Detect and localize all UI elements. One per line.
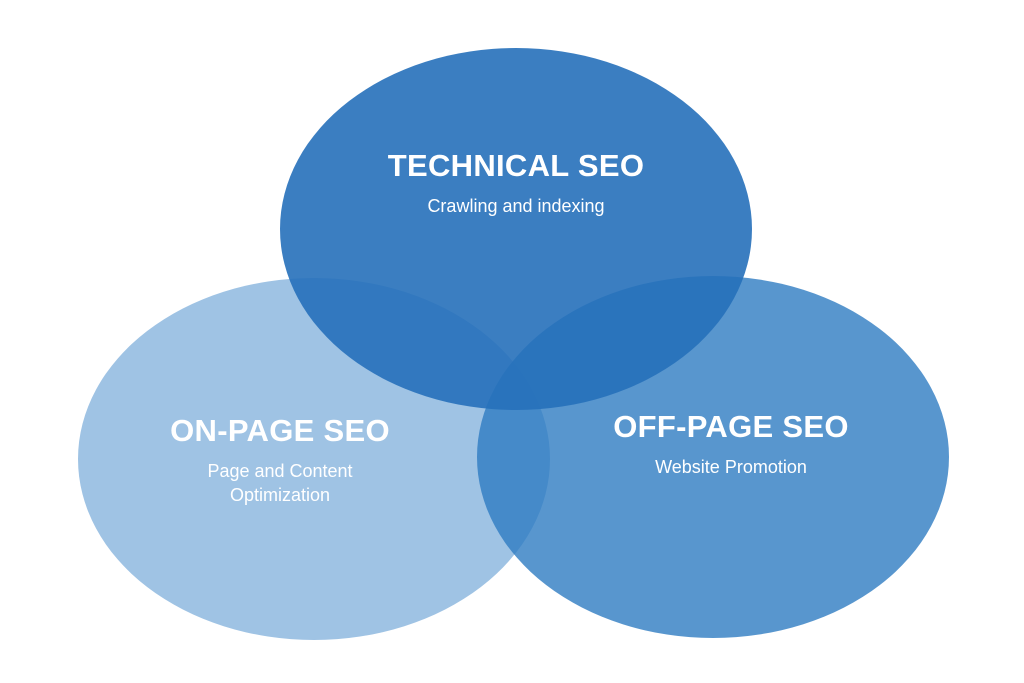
off-page-seo-title: OFF-PAGE SEO [613,409,849,444]
on-page-seo-label: ON-PAGE SEO Page and Content Optimizatio… [80,413,480,507]
technical-seo-label: TECHNICAL SEO Crawling and indexing [316,148,716,218]
on-page-seo-subtitle: Page and Content Optimization [207,461,353,505]
technical-seo-subtitle: Crawling and indexing [427,196,605,216]
off-page-seo-label: OFF-PAGE SEO Website Promotion [531,409,931,479]
on-page-seo-title: ON-PAGE SEO [170,413,390,448]
technical-seo-circle [280,48,752,410]
technical-seo-title: TECHNICAL SEO [387,148,645,183]
off-page-seo-subtitle: Website Promotion [655,457,807,477]
